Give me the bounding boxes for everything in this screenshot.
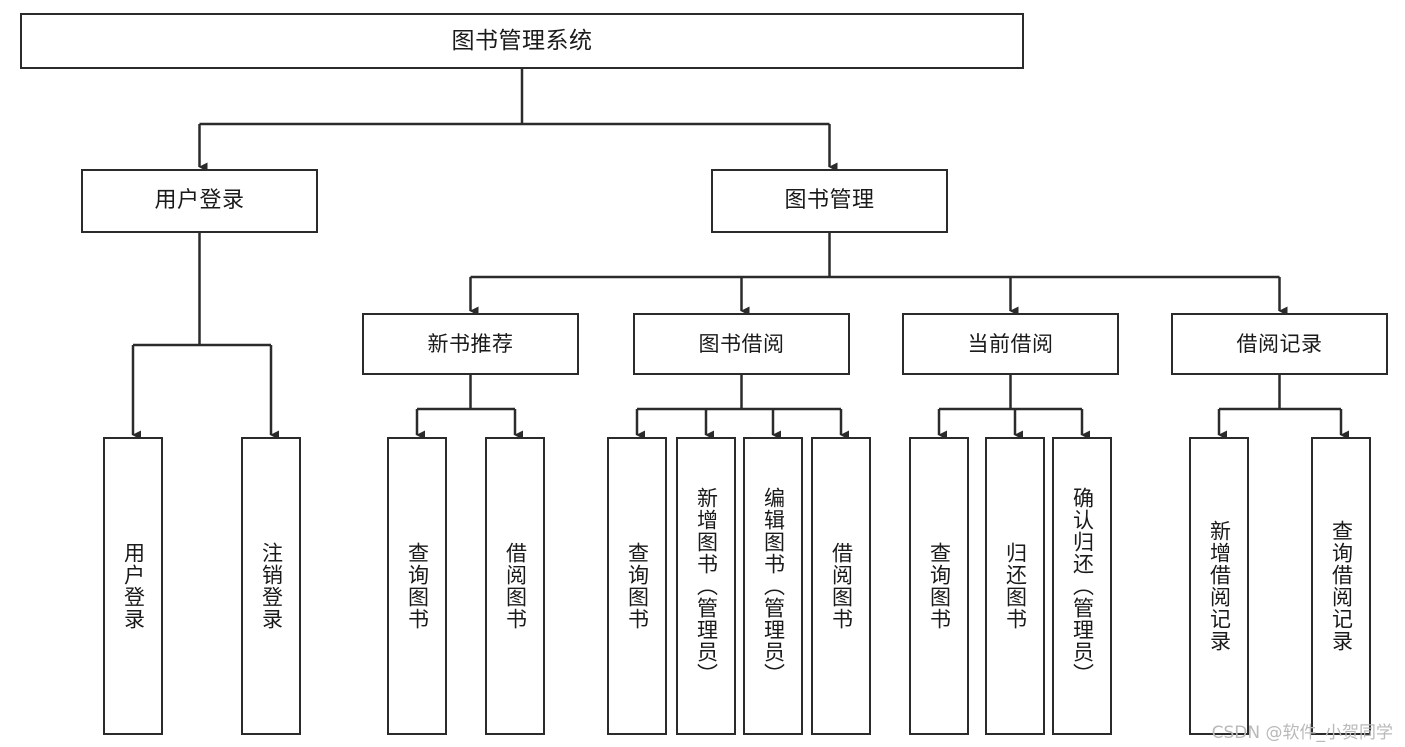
node-leaf-rec-add-label: 新增借阅记录 xyxy=(1207,520,1232,652)
node-leaf-borrow-query[interactable]: 查询图书 xyxy=(607,437,667,735)
node-leaf-borrow-query-label: 查询图书 xyxy=(625,542,650,630)
node-book-manage-label: 图书管理 xyxy=(784,188,875,214)
node-leaf-borrow-book-label: 借阅图书 xyxy=(829,542,854,630)
node-leaf-cur-confirm-label: 确认归还（管理员） xyxy=(1070,487,1095,685)
node-leaf-cur-query-label: 查询图书 xyxy=(927,542,952,630)
node-user-login-label: 用户登录 xyxy=(154,188,245,214)
node-leaf-rec-find-label: 查询借阅记录 xyxy=(1329,520,1354,652)
node-current-borrow[interactable]: 当前借阅 xyxy=(902,313,1119,375)
node-leaf-cur-confirm[interactable]: 确认归还（管理员） xyxy=(1052,437,1112,735)
node-leaf-cur-return[interactable]: 归还图书 xyxy=(985,437,1045,735)
node-leaf-user-login-label: 用户登录 xyxy=(121,542,146,630)
node-leaf-rec-borrow-label: 借阅图书 xyxy=(503,542,528,630)
watermark: CSDN @软件_小贺同学 xyxy=(1211,723,1393,743)
node-leaf-borrow-add[interactable]: 新增图书（管理员） xyxy=(676,437,736,735)
node-current-borrow-label: 当前借阅 xyxy=(967,331,1054,356)
node-leaf-borrow-add-label: 新增图书（管理员） xyxy=(694,487,719,685)
node-root[interactable]: 图书管理系统 xyxy=(20,13,1024,69)
node-book-manage[interactable]: 图书管理 xyxy=(711,169,948,233)
node-book-borrow-label: 图书借阅 xyxy=(698,331,785,356)
node-leaf-user-login[interactable]: 用户登录 xyxy=(103,437,163,735)
node-leaf-borrow-edit[interactable]: 编辑图书（管理员） xyxy=(743,437,803,735)
node-root-label: 图书管理系统 xyxy=(451,27,593,54)
node-new-book-rec-label: 新书推荐 xyxy=(427,331,514,356)
node-leaf-rec-add[interactable]: 新增借阅记录 xyxy=(1189,437,1249,735)
node-leaf-borrow-edit-label: 编辑图书（管理员） xyxy=(761,487,786,685)
node-leaf-cur-return-label: 归还图书 xyxy=(1003,542,1028,630)
node-book-borrow[interactable]: 图书借阅 xyxy=(633,313,850,375)
node-leaf-cur-query[interactable]: 查询图书 xyxy=(909,437,969,735)
node-new-book-rec[interactable]: 新书推荐 xyxy=(362,313,579,375)
node-leaf-borrow-book[interactable]: 借阅图书 xyxy=(811,437,871,735)
node-user-login[interactable]: 用户登录 xyxy=(81,169,318,233)
node-leaf-rec-query-label: 查询图书 xyxy=(405,542,430,630)
node-leaf-rec-borrow[interactable]: 借阅图书 xyxy=(485,437,545,735)
node-borrow-record[interactable]: 借阅记录 xyxy=(1171,313,1388,375)
node-leaf-user-logout[interactable]: 注销登录 xyxy=(241,437,301,735)
node-borrow-record-label: 借阅记录 xyxy=(1236,331,1323,356)
node-leaf-user-logout-label: 注销登录 xyxy=(259,542,284,630)
node-leaf-rec-query[interactable]: 查询图书 xyxy=(387,437,447,735)
node-leaf-rec-find[interactable]: 查询借阅记录 xyxy=(1311,437,1371,735)
